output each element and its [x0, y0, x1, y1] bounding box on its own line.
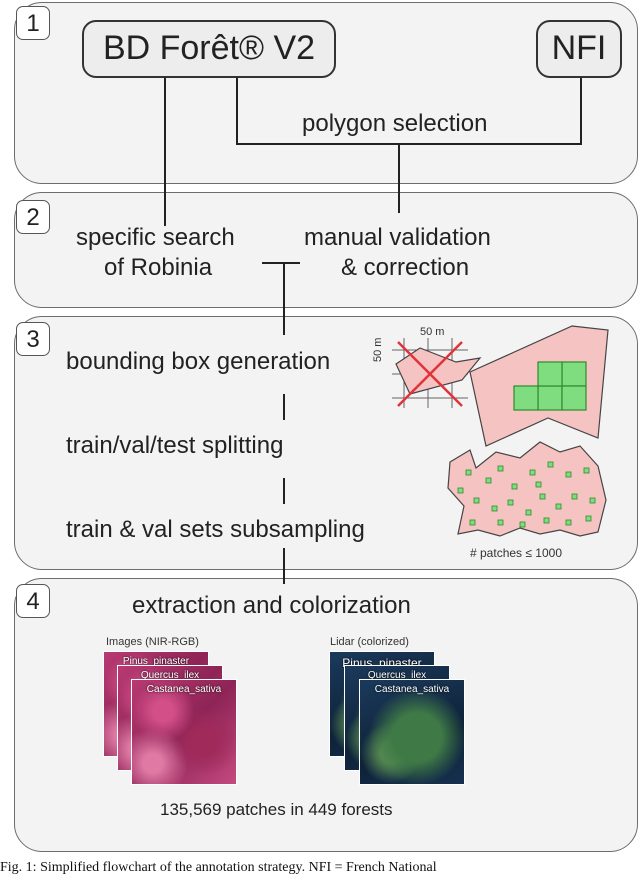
tile-label: Castanea_sativa: [374, 684, 450, 695]
extraction-title: extraction and colorization: [132, 592, 411, 619]
step4-number: 4: [16, 584, 50, 618]
polygon-selection-label: polygon selection: [302, 110, 488, 137]
small-polygon: [395, 347, 482, 395]
lidar-label: Lidar (colorized): [330, 636, 409, 648]
patch-dots: [457, 461, 596, 528]
step3-to-4-line: [283, 548, 285, 584]
step2-number: 2: [16, 200, 50, 234]
tile-label: Castanea_sativa: [146, 684, 222, 695]
subsample-polygon: [447, 441, 607, 537]
tile-label: Pinus_pinaster: [122, 656, 190, 667]
images-label: Images (NIR-RGB): [106, 636, 199, 648]
step3-number: 3: [16, 322, 50, 356]
nfi-box: NFI: [536, 20, 622, 78]
figure-caption: Fig. 1: Simplified flowchart of the anno…: [0, 860, 437, 875]
manual-validation-label: manual validation: [304, 224, 491, 251]
summary-label: 135,569 patches in 449 forests: [160, 800, 393, 819]
step1-number: 1: [16, 6, 50, 40]
step2-panel: [14, 192, 638, 308]
robinia-label: of Robinia: [104, 254, 213, 281]
bounding-box-generation-label: bounding box generation: [66, 348, 331, 375]
tile-label: Quercus_ilex: [140, 670, 200, 681]
correction-label: & correction: [341, 254, 470, 281]
merge-bar: [262, 262, 300, 264]
tile-label: Quercus_ilex: [367, 670, 427, 681]
nfi-down-line: [580, 78, 582, 144]
subsampling-label: train & val sets subsampling: [66, 516, 365, 543]
bd-foret-box: BD Forêt® V2: [82, 20, 336, 78]
polygon-join-line: [236, 143, 582, 145]
join-to-validation-line: [398, 143, 400, 213]
lidar-tile-castanea: Castanea_sativa: [360, 680, 464, 784]
splitting-label: train/val/test splitting: [66, 432, 284, 459]
image-tile-castanea: Castanea_sativa: [132, 680, 236, 784]
merge-down-line: [283, 263, 285, 335]
patch-count-note: # patches ≤ 1000: [470, 546, 562, 560]
dim-horizontal-label: 50 m: [420, 326, 445, 338]
bd-foret-side-line: [236, 78, 238, 144]
step3-dash-1: [283, 394, 285, 420]
bd-foret-down-line: [164, 78, 166, 226]
step3-dash-2: [283, 478, 285, 504]
specific-search-label: specific search: [76, 224, 235, 251]
bbox-grid: [513, 361, 587, 411]
